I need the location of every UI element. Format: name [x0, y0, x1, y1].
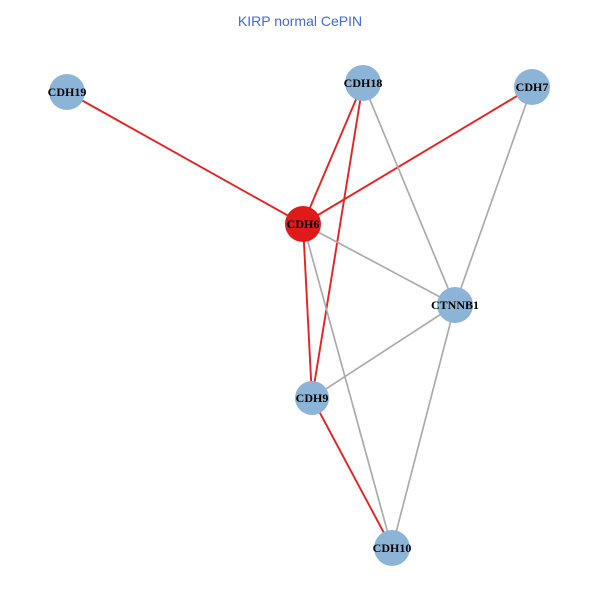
graph-edge-CDH10-CTNNB1	[391, 304, 456, 549]
graph-node-label-CDH6: CDH6	[287, 217, 320, 231]
graph-node-CTNNB1	[437, 287, 473, 323]
graph-edge-CDH9-CTNNB1	[311, 304, 456, 399]
graph-edge-CDH6-CDH19	[66, 91, 304, 225]
graph-node-label-CTNNB1: CTNNB1	[431, 298, 479, 312]
graph-node-CDH7	[514, 69, 550, 105]
graph-node-CDH6	[285, 206, 321, 242]
graph-node-CDH18	[345, 65, 381, 101]
graph-node-label-CDH7: CDH7	[516, 80, 549, 94]
graph-edge-CDH6-CDH9	[302, 223, 313, 399]
graph-edge-CDH6-CDH10	[302, 223, 393, 549]
plot-title: KIRP normal CePIN	[237, 13, 363, 29]
graph-edge-CDH6-CTNNB1	[302, 223, 456, 306]
graph-node-label-CDH9: CDH9	[296, 391, 329, 405]
graph-node-label-CDH19: CDH19	[48, 85, 87, 99]
graph-edge-CDH9-CDH10	[311, 397, 393, 549]
graph-edge-CDH6-CDH7	[302, 86, 533, 225]
graph-node-CDH9	[295, 381, 329, 415]
graph-node-CDH19	[49, 74, 85, 110]
graph-node-label-CDH18: CDH18	[344, 76, 383, 90]
graph-node-label-CDH10: CDH10	[373, 541, 412, 555]
graph-node-CDH10	[374, 530, 410, 566]
graph-edge-CDH7-CTNNB1	[454, 86, 533, 306]
graph-edge-CDH6-CDH18	[302, 82, 364, 225]
graph-edge-CDH18-CTNNB1	[362, 82, 456, 306]
graph-edge-CDH9-CDH18	[311, 82, 364, 399]
